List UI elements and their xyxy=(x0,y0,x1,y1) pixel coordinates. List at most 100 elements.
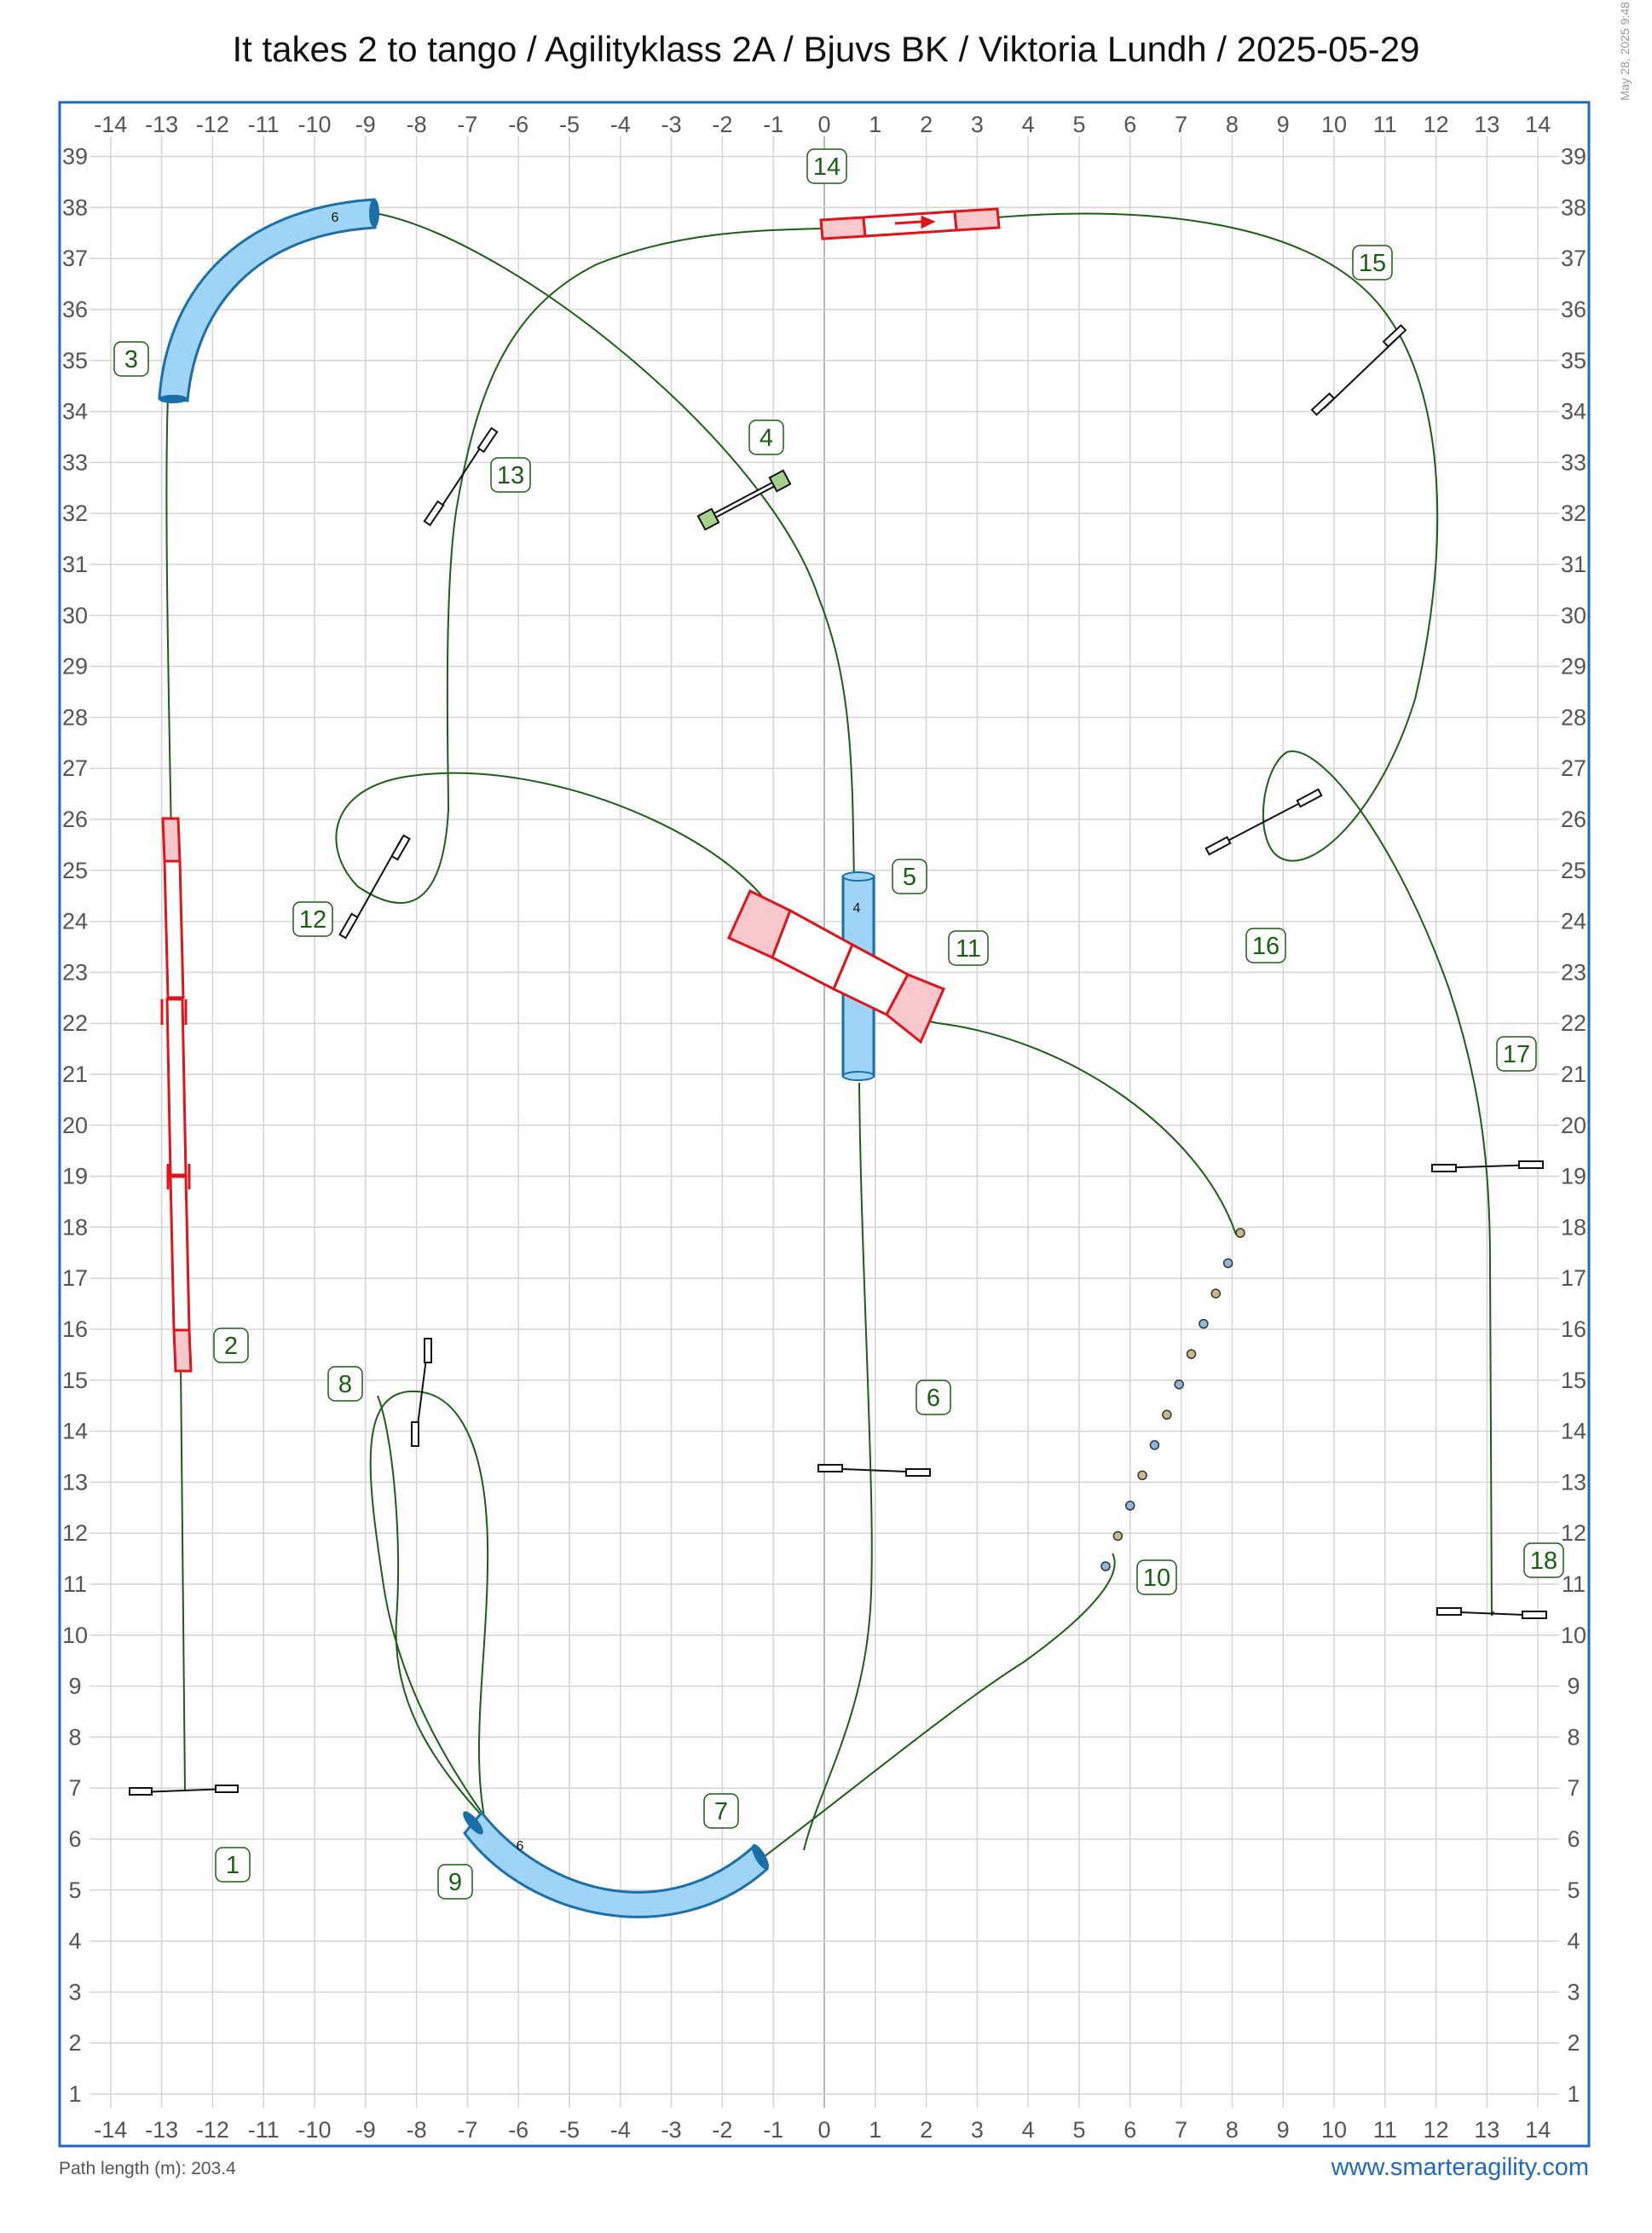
course-title: It takes 2 to tango / Agilityklass 2A / … xyxy=(232,29,1420,69)
y-tick-label: 26 xyxy=(1561,807,1586,832)
x-tick-label: -12 xyxy=(196,112,229,137)
y-tick-label: 4 xyxy=(68,1929,81,1954)
y-tick-label: 33 xyxy=(1561,449,1586,475)
version-stamp: May 28, 2025 9:48 AM (v9.2.0) xyxy=(1618,0,1632,101)
label-16: 16 xyxy=(1245,928,1286,963)
y-tick-label: 8 xyxy=(68,1724,81,1750)
label-11: 11 xyxy=(948,930,989,966)
obstacle-4-tyre xyxy=(696,469,792,531)
svg-text:1: 1 xyxy=(226,1852,240,1879)
x-tick-label: 10 xyxy=(1321,112,1347,137)
x-tick-label: 14 xyxy=(1525,112,1551,137)
weave-pole xyxy=(1199,1318,1209,1329)
x-tick-label: 8 xyxy=(1226,112,1239,137)
y-tick-label: 21 xyxy=(1561,1062,1586,1087)
y-tick-label: 23 xyxy=(1561,959,1586,985)
y-tick-label: 13 xyxy=(1561,1469,1586,1495)
y-tick-label: 22 xyxy=(62,1010,88,1036)
x-tick-label: -5 xyxy=(559,2117,580,2143)
x-tick-label: -7 xyxy=(457,2117,477,2143)
x-tick-label: 10 xyxy=(1321,2117,1347,2143)
obstacle-11-a-frame xyxy=(727,888,945,1044)
y-tick-label: 12 xyxy=(1561,1520,1586,1546)
y-tick-label: 34 xyxy=(1561,399,1586,425)
label-1: 1 xyxy=(215,1847,251,1883)
x-tick-label: 5 xyxy=(1072,112,1085,137)
x-tick-label: 0 xyxy=(817,112,830,137)
y-tick-label: 32 xyxy=(62,500,88,526)
label-9: 9 xyxy=(437,1864,473,1900)
number-labels: 1 2 3 4 5 6 7 8 9 10 11 12 13 14 15 16 1… xyxy=(113,148,1564,1900)
label-2: 2 xyxy=(213,1328,249,1363)
label-3: 3 xyxy=(113,341,149,377)
label-18: 18 xyxy=(1523,1542,1564,1578)
x-tick-label: -5 xyxy=(559,112,580,137)
x-tick-label: 11 xyxy=(1373,2117,1397,2143)
obstacle-6-jump xyxy=(817,1464,931,1477)
course-frame xyxy=(58,101,1591,2148)
y-tick-label: 29 xyxy=(1561,654,1586,680)
weave-pole xyxy=(1112,1530,1123,1542)
weave-pole xyxy=(1137,1470,1147,1481)
y-tick-label: 34 xyxy=(62,399,88,425)
x-tick-label: 9 xyxy=(1277,112,1290,137)
tunnel-5-length: 4 xyxy=(853,901,861,916)
svg-text:15: 15 xyxy=(1359,250,1386,277)
y-tick-label: 4 xyxy=(1567,1929,1580,1954)
y-tick-label: 17 xyxy=(62,1265,88,1291)
y-tick-label: 18 xyxy=(62,1214,88,1240)
y-tick-label: 32 xyxy=(1561,500,1586,526)
weave-pole xyxy=(1162,1409,1172,1420)
svg-text:6: 6 xyxy=(927,1385,940,1412)
y-tick-label: 14 xyxy=(62,1419,88,1444)
weave-pole xyxy=(1235,1228,1245,1238)
y-tick-label: 18 xyxy=(1561,1214,1586,1240)
svg-text:7: 7 xyxy=(714,1798,728,1825)
label-8: 8 xyxy=(327,1366,363,1402)
x-tick-label: -11 xyxy=(248,112,280,137)
x-tick-label: 3 xyxy=(971,2117,984,2143)
obstacle-10-weave-poles xyxy=(1100,1228,1245,1571)
obstacle-2-dog-walk xyxy=(160,817,193,1373)
x-tick-label: -2 xyxy=(712,2117,732,2143)
svg-text:9: 9 xyxy=(448,1869,462,1896)
y-tick-label: 13 xyxy=(62,1469,88,1495)
obstacle-1-jump xyxy=(129,1785,239,1796)
svg-text:8: 8 xyxy=(338,1371,352,1398)
label-14: 14 xyxy=(806,148,847,184)
label-12: 12 xyxy=(292,901,333,937)
y-tick-label: 6 xyxy=(1567,1826,1580,1852)
weave-pole xyxy=(1210,1288,1222,1299)
svg-text:16: 16 xyxy=(1252,933,1279,960)
y-tick-label: 31 xyxy=(62,552,88,577)
x-tick-label: 13 xyxy=(1474,2117,1499,2143)
y-tick-label: 19 xyxy=(1561,1164,1586,1189)
y-tick-label: 37 xyxy=(62,246,88,271)
y-tick-label: 9 xyxy=(68,1674,81,1699)
y-tick-label: 36 xyxy=(1561,297,1586,322)
x-tick-label: 2 xyxy=(920,2117,933,2143)
y-tick-label: 10 xyxy=(1561,1623,1586,1648)
x-tick-label: -1 xyxy=(763,112,783,137)
y-tick-label: 15 xyxy=(1561,1368,1586,1393)
obstacle-14-see-saw xyxy=(819,207,1001,240)
svg-text:14: 14 xyxy=(813,153,840,181)
svg-text:17: 17 xyxy=(1503,1041,1530,1068)
y-tick-label: 7 xyxy=(1567,1775,1580,1801)
website-link[interactable]: www.smarteragility.com xyxy=(1331,2154,1589,2181)
obstacle-15-jump xyxy=(1310,324,1407,416)
svg-text:11: 11 xyxy=(956,935,981,963)
axis-labels: -14-14-13-13-12-12-11-11-10-10-9-9-8-8-7… xyxy=(62,112,1586,2143)
x-tick-label: -14 xyxy=(94,112,127,137)
x-tick-label: 4 xyxy=(1022,2117,1035,2143)
label-7: 7 xyxy=(703,1793,739,1829)
x-tick-label: -9 xyxy=(355,2117,376,2143)
y-tick-label: 11 xyxy=(1562,1571,1586,1597)
svg-text:13: 13 xyxy=(497,462,524,489)
label-4: 4 xyxy=(748,419,784,455)
y-tick-label: 30 xyxy=(1561,603,1586,628)
y-tick-label: 29 xyxy=(62,654,88,680)
svg-text:4: 4 xyxy=(760,425,773,452)
svg-text:3: 3 xyxy=(124,346,138,373)
x-tick-label: -3 xyxy=(661,2117,682,2143)
